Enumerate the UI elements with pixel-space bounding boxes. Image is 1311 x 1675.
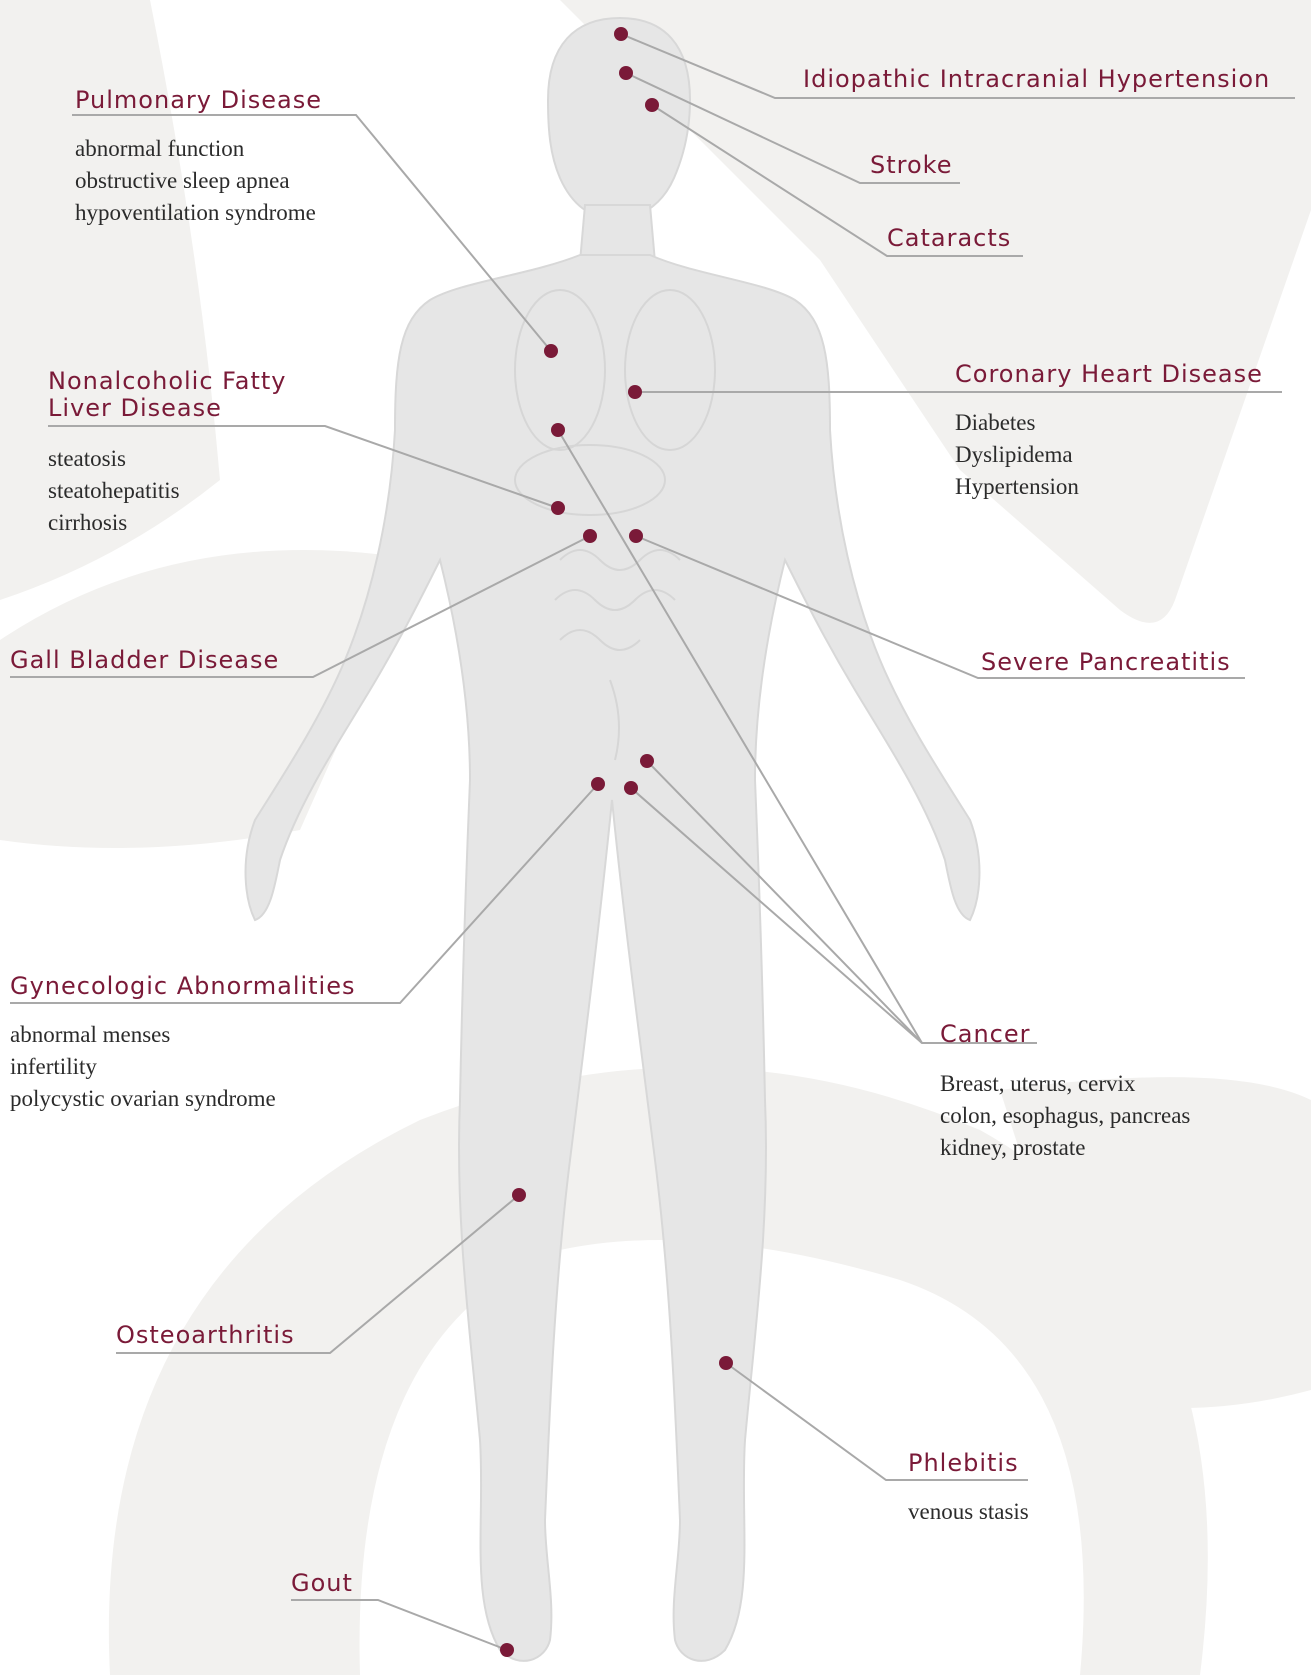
pulmonary-detail-1: abnormal function xyxy=(75,133,316,165)
gynecologic-detail-3: polycystic ovarian syndrome xyxy=(10,1083,276,1115)
pulmonary-detail-3: hypoventilation syndrome xyxy=(75,197,316,229)
marker-gout xyxy=(500,1643,514,1657)
pulmonary-details: abnormal function obstructive sleep apne… xyxy=(75,133,316,229)
label-gynecologic: Gynecologic Abnormalities xyxy=(10,972,356,1000)
nafld-detail-3: cirrhosis xyxy=(48,507,180,539)
cancer-detail-2: colon, esophagus, pancreas xyxy=(940,1100,1190,1132)
marker-iih xyxy=(614,27,628,41)
label-osteoarthritis: Osteoarthritis xyxy=(116,1321,295,1349)
marker-osteoarthritis xyxy=(512,1188,526,1202)
label-phlebitis: Phlebitis xyxy=(908,1449,1019,1477)
marker-cancer-pelvis-lower xyxy=(624,781,638,795)
marker-gynecologic xyxy=(591,777,605,791)
label-iih: Idiopathic Intracranial Hypertension xyxy=(803,65,1270,93)
marker-gallbladder xyxy=(583,529,597,543)
gynecologic-detail-2: infertility xyxy=(10,1051,276,1083)
figure-neck xyxy=(580,205,655,262)
marker-stroke xyxy=(619,66,633,80)
chd-detail-2: Dyslipidema xyxy=(955,439,1079,471)
label-cancer: Cancer xyxy=(940,1020,1031,1048)
label-pulmonary: Pulmonary Disease xyxy=(75,86,322,114)
marker-cancer-chest xyxy=(551,423,565,437)
figure-head xyxy=(548,18,690,220)
marker-nafld xyxy=(551,501,565,515)
nafld-detail-1: steatosis xyxy=(48,443,180,475)
marker-cancer-pelvis-upper xyxy=(640,754,654,768)
label-gout: Gout xyxy=(291,1569,353,1597)
phlebitis-detail-1: venous stasis xyxy=(908,1496,1029,1528)
chd-details: Diabetes Dyslipidema Hypertension xyxy=(955,407,1079,503)
cancer-detail-3: kidney, prostate xyxy=(940,1132,1190,1164)
cancer-detail-1: Breast, uterus, cervix xyxy=(940,1068,1190,1100)
marker-chd xyxy=(628,385,642,399)
marker-cataracts xyxy=(645,98,659,112)
marker-phlebitis xyxy=(719,1356,733,1370)
chd-detail-3: Hypertension xyxy=(955,471,1079,503)
label-nafld-line1: Nonalcoholic Fatty xyxy=(48,368,287,395)
label-cataracts: Cataracts xyxy=(887,224,1011,252)
marker-pancreatitis xyxy=(629,529,643,543)
label-nafld-line2: Liver Disease xyxy=(48,395,287,422)
gynecologic-detail-1: abnormal menses xyxy=(10,1019,276,1051)
label-stroke: Stroke xyxy=(870,151,952,179)
label-chd: Coronary Heart Disease xyxy=(955,360,1263,388)
cancer-details: Breast, uterus, cervix colon, esophagus,… xyxy=(940,1068,1190,1164)
label-nafld: Nonalcoholic Fatty Liver Disease xyxy=(48,368,287,422)
nafld-detail-2: steatohepatitis xyxy=(48,475,180,507)
label-pancreatitis: Severe Pancreatitis xyxy=(981,648,1231,676)
phlebitis-details: venous stasis xyxy=(908,1496,1029,1528)
gynecologic-details: abnormal menses infertility polycystic o… xyxy=(10,1019,276,1115)
chd-detail-1: Diabetes xyxy=(955,407,1079,439)
label-gallbladder: Gall Bladder Disease xyxy=(10,646,279,674)
pulmonary-detail-2: obstructive sleep apnea xyxy=(75,165,316,197)
nafld-details: steatosis steatohepatitis cirrhosis xyxy=(48,443,180,539)
marker-pulmonary xyxy=(544,344,558,358)
